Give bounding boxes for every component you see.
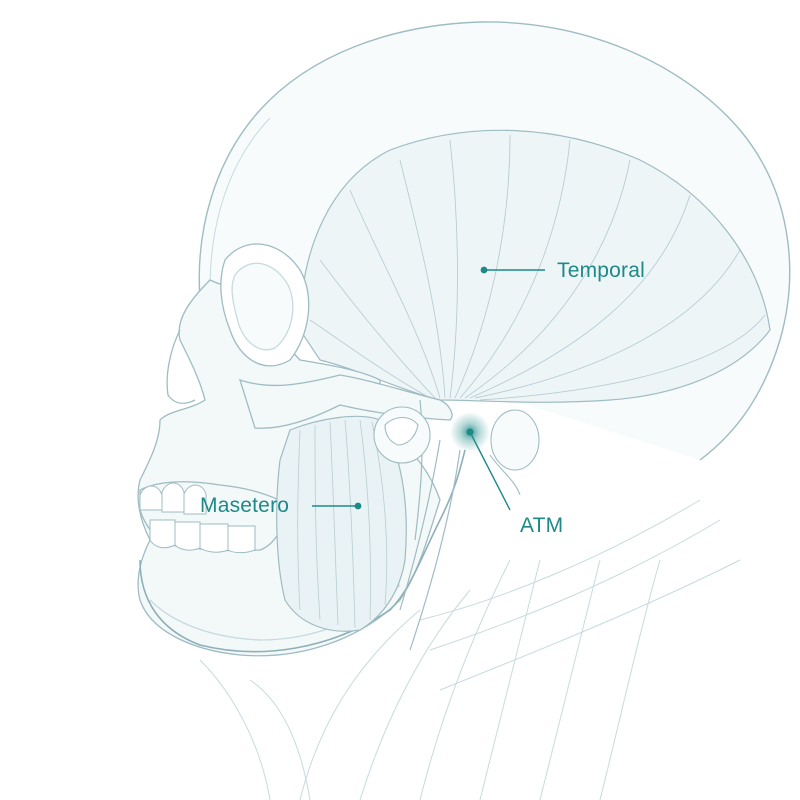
atm-leader	[466, 428, 511, 511]
temporal-muscle	[299, 129, 771, 403]
label-atm: ATM	[520, 514, 564, 537]
temporal-leader	[480, 266, 545, 274]
neck-muscles	[199, 499, 741, 800]
masseter-muscle	[276, 415, 407, 632]
teeth	[139, 482, 256, 554]
label-masetero: Masetero	[200, 494, 290, 517]
label-temporal: Temporal	[557, 259, 645, 282]
masetero-leader	[312, 502, 362, 510]
temporal-bone-area	[373, 406, 540, 496]
